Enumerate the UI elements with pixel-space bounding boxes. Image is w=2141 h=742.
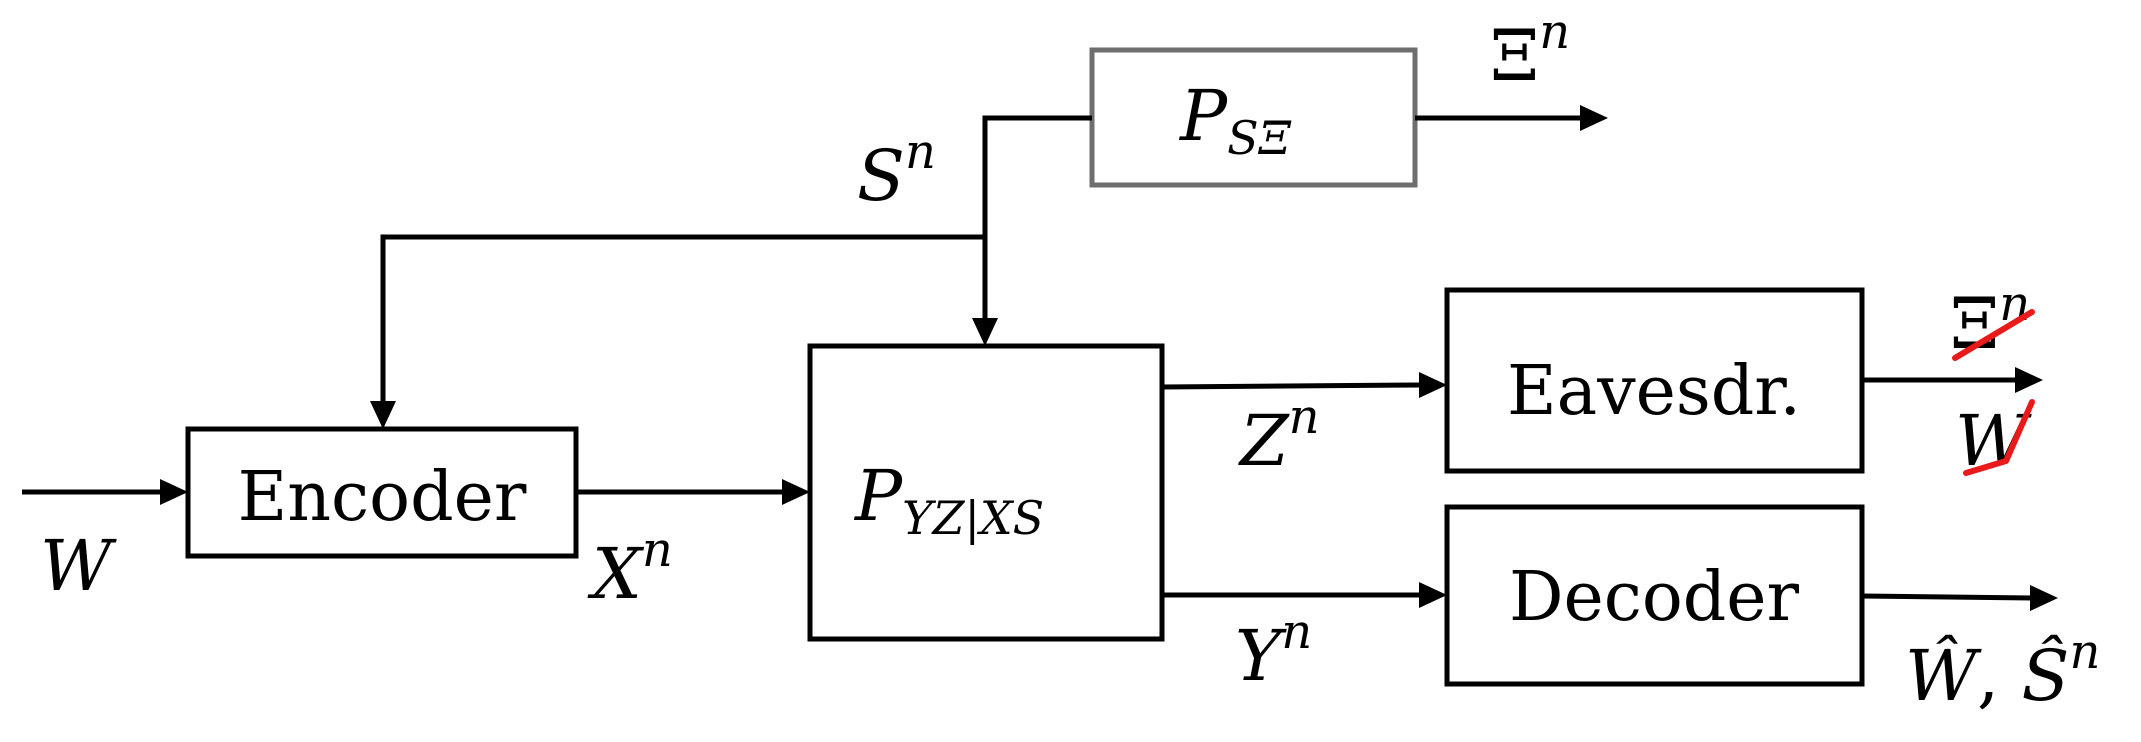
decoder-input-arrowhead <box>1419 582 1447 608</box>
state-wire <box>982 115 1092 322</box>
estimates-s-hat: Ŝ <box>2021 635 2069 717</box>
codeword-label: Xn <box>587 522 673 615</box>
source-block-label-sub: SΞ <box>1227 111 1292 165</box>
decoder-output-wire <box>1861 593 2033 601</box>
eve-target-side-info-strike <box>1952 309 2035 361</box>
eve-output-label-base: Z <box>1238 400 1290 482</box>
eve-output-arrowhead <box>2015 367 2043 393</box>
legit-output-label-sup: n <box>1281 604 1312 660</box>
estimates-label: Ŵ, Ŝn <box>1905 624 2100 717</box>
decoder-block <box>1444 504 1865 687</box>
channel-block-label: PYZ|XS <box>853 455 1044 545</box>
eve-wire <box>1161 382 1422 390</box>
state-label-sup: n <box>905 124 936 180</box>
legit-output-label: Yn <box>1235 604 1312 697</box>
message-label: W <box>40 525 117 607</box>
eve-output-label: Zn <box>1238 389 1320 482</box>
eve-output-label-sup: n <box>1289 389 1320 445</box>
side-info-arrowhead <box>1580 105 1608 131</box>
channel-block-label-sub: YZ|XS <box>902 491 1044 545</box>
eve-input-arrowhead <box>1419 372 1447 398</box>
channel-state-arrowhead <box>972 318 998 346</box>
eve-target-message-label: W <box>1955 400 2032 482</box>
source-block-label-main: P <box>1178 75 1229 157</box>
side-info-label-base: Ξ <box>1490 15 1539 97</box>
channel-block-label-main: P <box>853 455 904 537</box>
decoder-output-arrowhead <box>2030 585 2058 611</box>
side-info-label: Ξn <box>1490 4 1570 97</box>
state-feedback-wire <box>380 234 985 405</box>
encoder-block-label: Encoder <box>238 458 527 537</box>
legit-output-label-base: Y <box>1235 615 1287 697</box>
decoder-block-label: Decoder <box>1509 558 1800 637</box>
encoder-state-arrowhead <box>370 401 396 429</box>
estimates-separator: , <box>1977 635 2022 717</box>
estimates-sup: n <box>2069 624 2100 680</box>
estimates-w-hat: Ŵ <box>1905 635 1982 717</box>
eve-target-side-info-base: Ξ <box>1950 283 1999 365</box>
eavesdropper-block-label: Eavesdr. <box>1507 352 1801 431</box>
channel-input-arrowhead <box>782 479 810 505</box>
eve-target-message-strike <box>1963 399 2035 476</box>
state-label: Sn <box>857 124 936 217</box>
codeword-label-base: X <box>587 533 645 615</box>
encoder-input-arrowhead <box>160 479 188 505</box>
side-info-label-sup: n <box>1539 4 1570 60</box>
state-label-base: S <box>857 135 905 217</box>
codeword-label-sup: n <box>642 522 673 578</box>
eavesdropper-block <box>1444 287 1865 474</box>
source-block-label: PSΞ <box>1178 75 1292 165</box>
channel-block <box>807 343 1165 642</box>
